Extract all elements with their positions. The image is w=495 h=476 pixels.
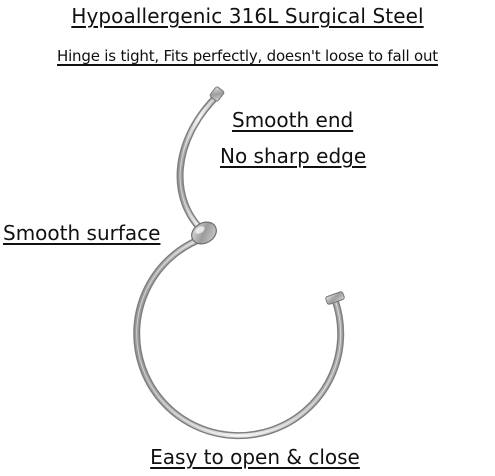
callout-easy-open-close: Easy to open & close: [150, 445, 360, 469]
callout-smooth-end: Smooth end: [232, 108, 354, 132]
callout-smooth-surface: Smooth surface: [3, 221, 161, 245]
ring-open-end: [325, 291, 345, 305]
callout-no-sharp-edge: No sharp edge: [220, 144, 367, 168]
hinge-joint: [191, 221, 217, 245]
segment-tip: [209, 86, 225, 102]
product-title: Hypoallergenic 316L Surgical Steel: [71, 4, 424, 28]
product-subtitle: Hinge is tight, Fits perfectly, doesn't …: [57, 47, 438, 65]
